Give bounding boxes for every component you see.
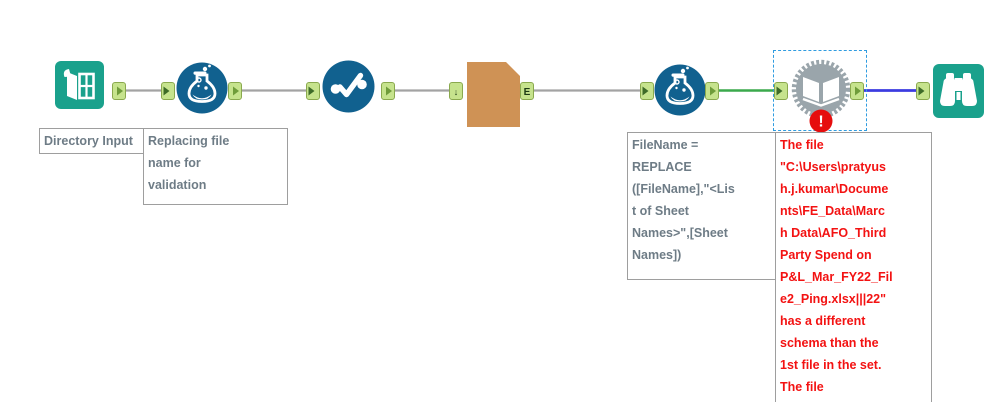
error-exclamation: ! (818, 114, 823, 131)
formula-tool-2[interactable] (654, 64, 706, 116)
directory-input-tool[interactable] (55, 61, 104, 109)
output-anchor[interactable] (112, 82, 126, 100)
annotation-formula-2[interactable]: FileName = REPLACE ([FileName],"<Lis t o… (627, 132, 776, 280)
macro-output-anchor-e[interactable]: E (520, 82, 534, 100)
output-anchor[interactable] (381, 82, 395, 100)
macro-output-label: E (524, 87, 531, 98)
input-anchor[interactable] (916, 82, 930, 100)
formula-flask-icon (176, 62, 228, 114)
output-anchor[interactable] (850, 82, 864, 100)
output-anchor[interactable] (228, 82, 242, 100)
input-anchor[interactable] (306, 82, 320, 100)
annotation-directory-input[interactable]: Directory Input (39, 128, 144, 154)
check-circle-icon (322, 60, 375, 113)
test-tool[interactable] (322, 60, 375, 113)
macro-document-tool[interactable] (467, 62, 520, 127)
formula-tool-1[interactable] (176, 62, 228, 114)
input-anchor[interactable] (640, 82, 654, 100)
browse-binoculars-icon (933, 64, 984, 118)
browse-tool[interactable] (933, 64, 984, 118)
macro-gear-tool-error[interactable]: ! (789, 57, 853, 135)
annotation-error-message[interactable]: The file "C:\Users\pratyus h.j.kumar\Doc… (775, 132, 932, 402)
output-anchor[interactable] (705, 82, 719, 100)
formula-flask-icon (654, 64, 706, 116)
input-anchor[interactable] (161, 82, 175, 100)
gear-book-macro-icon: ! (791, 59, 851, 133)
macro-document-icon (467, 62, 520, 127)
macro-input-glyph: ↓ (454, 87, 459, 97)
macro-input-anchor[interactable]: ↓ (449, 82, 463, 100)
annotation-formula-1[interactable]: Replacing file name for validation (143, 128, 288, 205)
directory-input-icon (55, 61, 104, 109)
input-anchor[interactable] (774, 82, 788, 100)
error-badge[interactable]: ! (809, 109, 833, 133)
